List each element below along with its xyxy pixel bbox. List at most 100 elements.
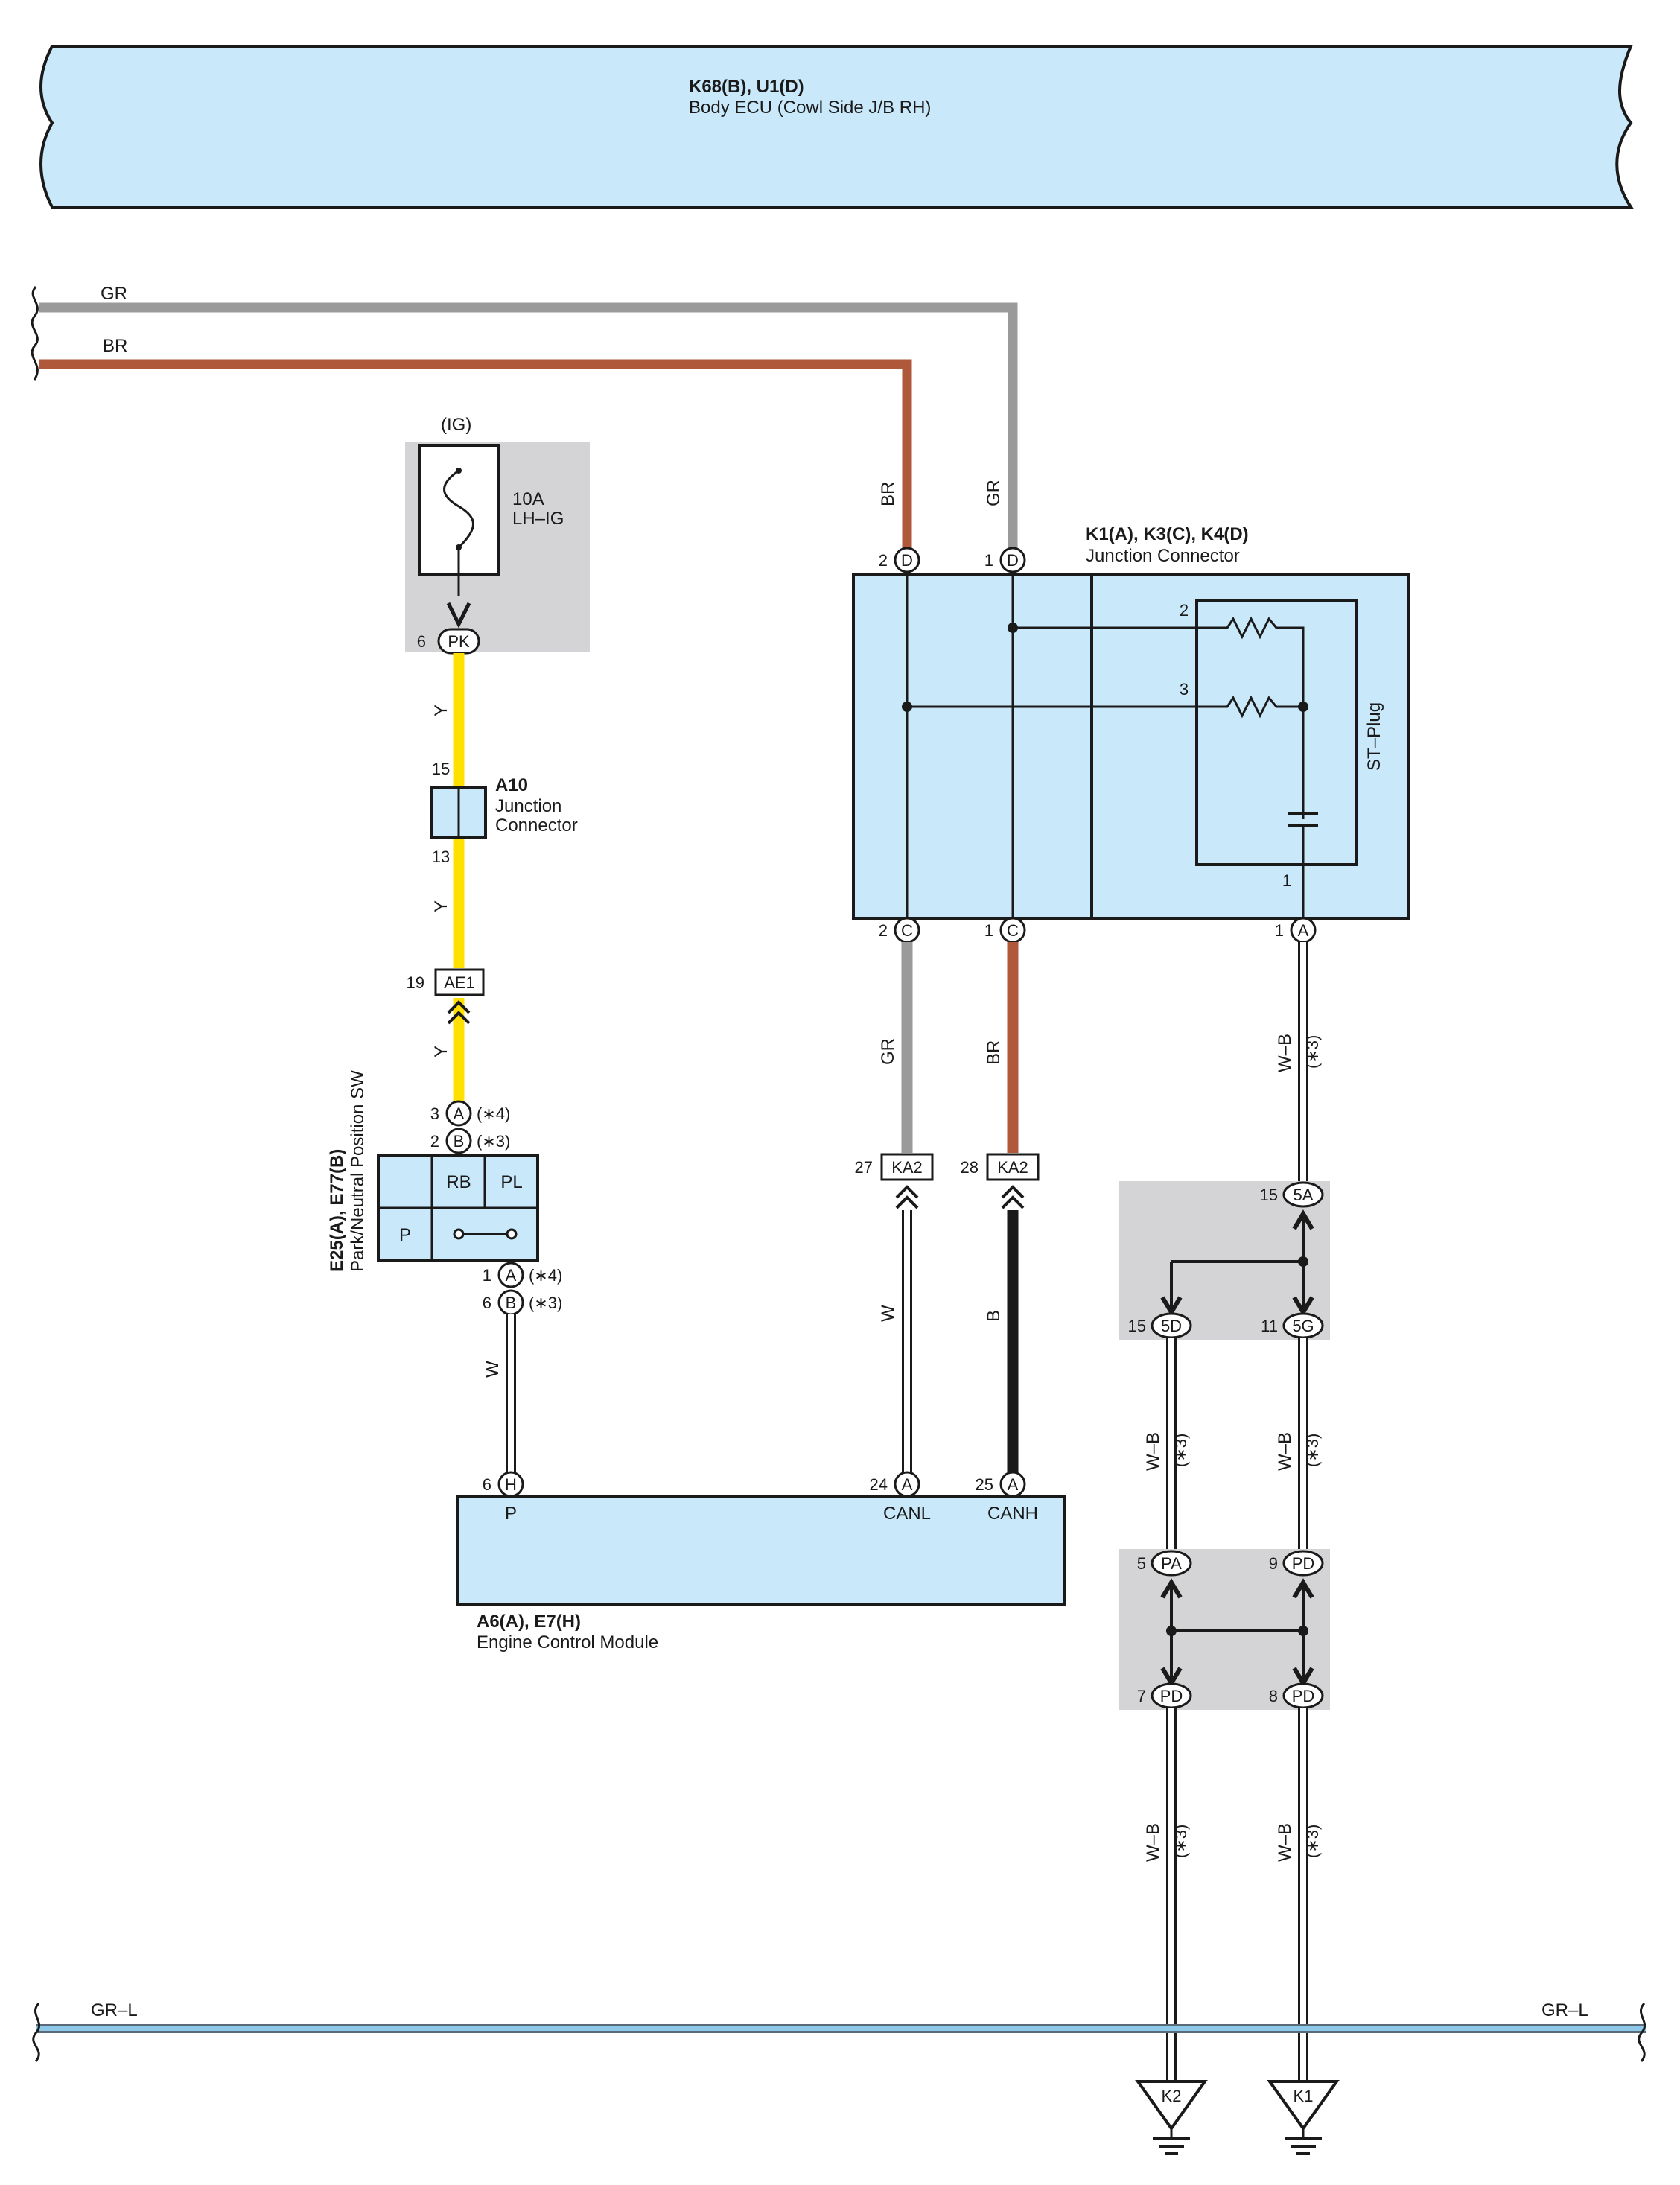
wire-wb-upper-label: W–B [1275,1034,1295,1072]
j5-pin-5g-num: 11 [1261,1317,1278,1335]
junction-bottom-pin-c1-code: C [1007,921,1019,940]
pnp-contact-left [453,1228,465,1240]
wire-y: Y Y Y [431,653,465,1101]
wire-wb-middle-right-label: W–B [1275,1432,1295,1471]
resistor-2-icon [1221,616,1305,819]
top-wire-gr: GR [39,284,1018,551]
j5-pin-5a-num: 15 [1260,1186,1278,1204]
pnp-top-pin-b-num: 2 [430,1132,439,1151]
fuse-connector-code: PK [448,632,470,651]
ae1-code: AE1 [444,973,475,992]
wire-wb-lower-right-note: (∗3) [1303,1825,1322,1858]
a10-pin-bottom: 13 [432,847,450,866]
jp-pin-pa-num: 5 [1137,1554,1146,1573]
wire-can-b-label: B [984,1310,1004,1322]
junction-top-pin-d1-num: 1 [984,551,993,570]
junction-bottom-pin-a1-num: 1 [1275,921,1284,940]
ground-k1: K1 [1267,2080,1340,2155]
pnp-cell-p: P [399,1225,411,1245]
ka2-left [880,1153,934,1181]
jp-pin-pd9 [1282,1550,1324,1577]
junction-bottom-pin-c2-num: 2 [879,921,888,940]
junction-bottom-pin-c2-code: C [901,921,913,940]
jp-pin-pd7-code: PD [1160,1687,1183,1705]
ground-k2-code: K2 [1162,2087,1182,2105]
junction-top-pin-d1-code: D [1007,551,1019,570]
wire-w-pnp-label: W [483,1361,503,1378]
wire-br-vlabel: BR [878,482,898,506]
pnp-switch: E25(A), E77(B) Park/Neutral Position SW … [327,1070,562,1316]
junction-name: Junction Connector [1086,546,1240,566]
a10-line2: Connector [495,815,578,836]
top-wire-br: BR [39,336,912,551]
pnp-top-pin-a-code: A [454,1104,465,1123]
pnp-cell-pl: PL [500,1172,522,1192]
j5-pin-5g-code: 5G [1292,1317,1314,1335]
body-ecu-name: Body ECU (Cowl Side J/B RH) [689,98,931,118]
wire-wb-upper: W–B (∗3) [1275,942,1322,1184]
ecm-pin-canl-num: 24 [870,1475,888,1494]
wire-wb-middle-right-note: (∗3) [1303,1434,1322,1467]
pnp-bottom-pin-a-code: A [506,1266,517,1285]
ka2-right-code: KA2 [997,1158,1028,1177]
ecm-pin-h-num: 6 [483,1475,491,1494]
a10-id: A10 [495,775,528,795]
body-ecu-id: K68(B), U1(D) [689,77,804,97]
a10-line1: Junction [495,796,561,816]
ka2-left-code: KA2 [891,1158,923,1177]
fuse-rating: 10A [512,489,544,509]
pnp-contact-right [506,1228,518,1240]
junction-bottom-pin-c1-num: 1 [984,921,993,940]
junction-bottom-pin-a1-code: A [1298,921,1309,940]
ground-k1-code: K1 [1294,2087,1314,2105]
wire-gr-label: GR [101,284,127,304]
ecm-pin-h-code: H [505,1475,517,1494]
ground-k2-icon [1135,2080,1208,2131]
wire-wb-middle-left-label: W–B [1143,1432,1163,1471]
wire-grl: GR–L GR–L [32,2000,1646,2062]
ecm-name: Engine Control Module [477,1632,658,1653]
ecm-pin-h [497,1471,524,1498]
ka2-right-chevron-icon [1001,1185,1025,1209]
wire-can-br: BR [984,942,1019,1153]
ae1-connector: AE1 19 [407,968,485,1025]
fuse-pin: 6 [417,632,426,651]
wire-wb-lower-right-label: W–B [1275,1823,1295,1862]
st-plug-pin-3: 3 [1180,680,1189,699]
pnp-top-pin-b-note: (∗3) [477,1132,510,1151]
a10-pin-top: 15 [432,760,450,778]
junction-connector: K1(A), K3(C), K4(D) Junction Connector D… [852,524,1410,944]
pnp-top-pin-a [445,1100,472,1127]
junction-top-pin-d2-num: 2 [879,551,888,570]
wire-w-pnp: W [483,1314,516,1472]
break-mark-top [31,286,39,381]
ecm: H 6 P A 24 CANL A 25 CANH A6(A), E7(H) E… [456,1471,1066,1653]
j5-pin-5d-code: 5D [1161,1317,1182,1335]
pnp-bottom-pin-b-code: B [506,1294,517,1312]
junction-p: PA 5 PD 9 PD 7 PD 8 [1119,1549,1330,1710]
ka2-left-chevron-icon [895,1185,919,1209]
pnp-bottom-pin-a [497,1262,524,1288]
jp-pin-pd8-num: 8 [1269,1687,1278,1705]
pnp-top-pin-b-code: B [454,1132,465,1151]
ka2-right [986,1153,1040,1181]
wire-can-b: B [984,1210,1019,1472]
pnp-top-pin-a-note: (∗4) [477,1104,510,1123]
ecm-pin-canh-num: 25 [976,1475,993,1494]
wire-can-w-label: W [878,1305,898,1322]
ecm-pin-h-label: P [505,1504,517,1524]
pnp-name: Park/Neutral Position SW [348,1070,368,1272]
ka2-connectors: KA2 27 KA2 28 [855,1153,1040,1209]
pnp-bottom-pin-a-note: (∗4) [529,1266,562,1285]
ae1-chevron-icon [447,1000,471,1025]
wire-can-br-label: BR [984,1040,1004,1065]
j5-pin-5a-code: 5A [1294,1186,1314,1204]
pnp-bottom-pin-b-note: (∗3) [529,1294,562,1312]
jp-pin-pd9-num: 9 [1269,1554,1278,1573]
wire-can-w: W [878,1210,912,1472]
pnp-top-pin-a-num: 3 [430,1104,439,1123]
ka2-left-pin: 27 [855,1158,873,1177]
jp-pin-pd7-num: 7 [1137,1687,1146,1705]
wire-wb-middle: W–B (∗3) W–B (∗3) [1143,1338,1322,1551]
